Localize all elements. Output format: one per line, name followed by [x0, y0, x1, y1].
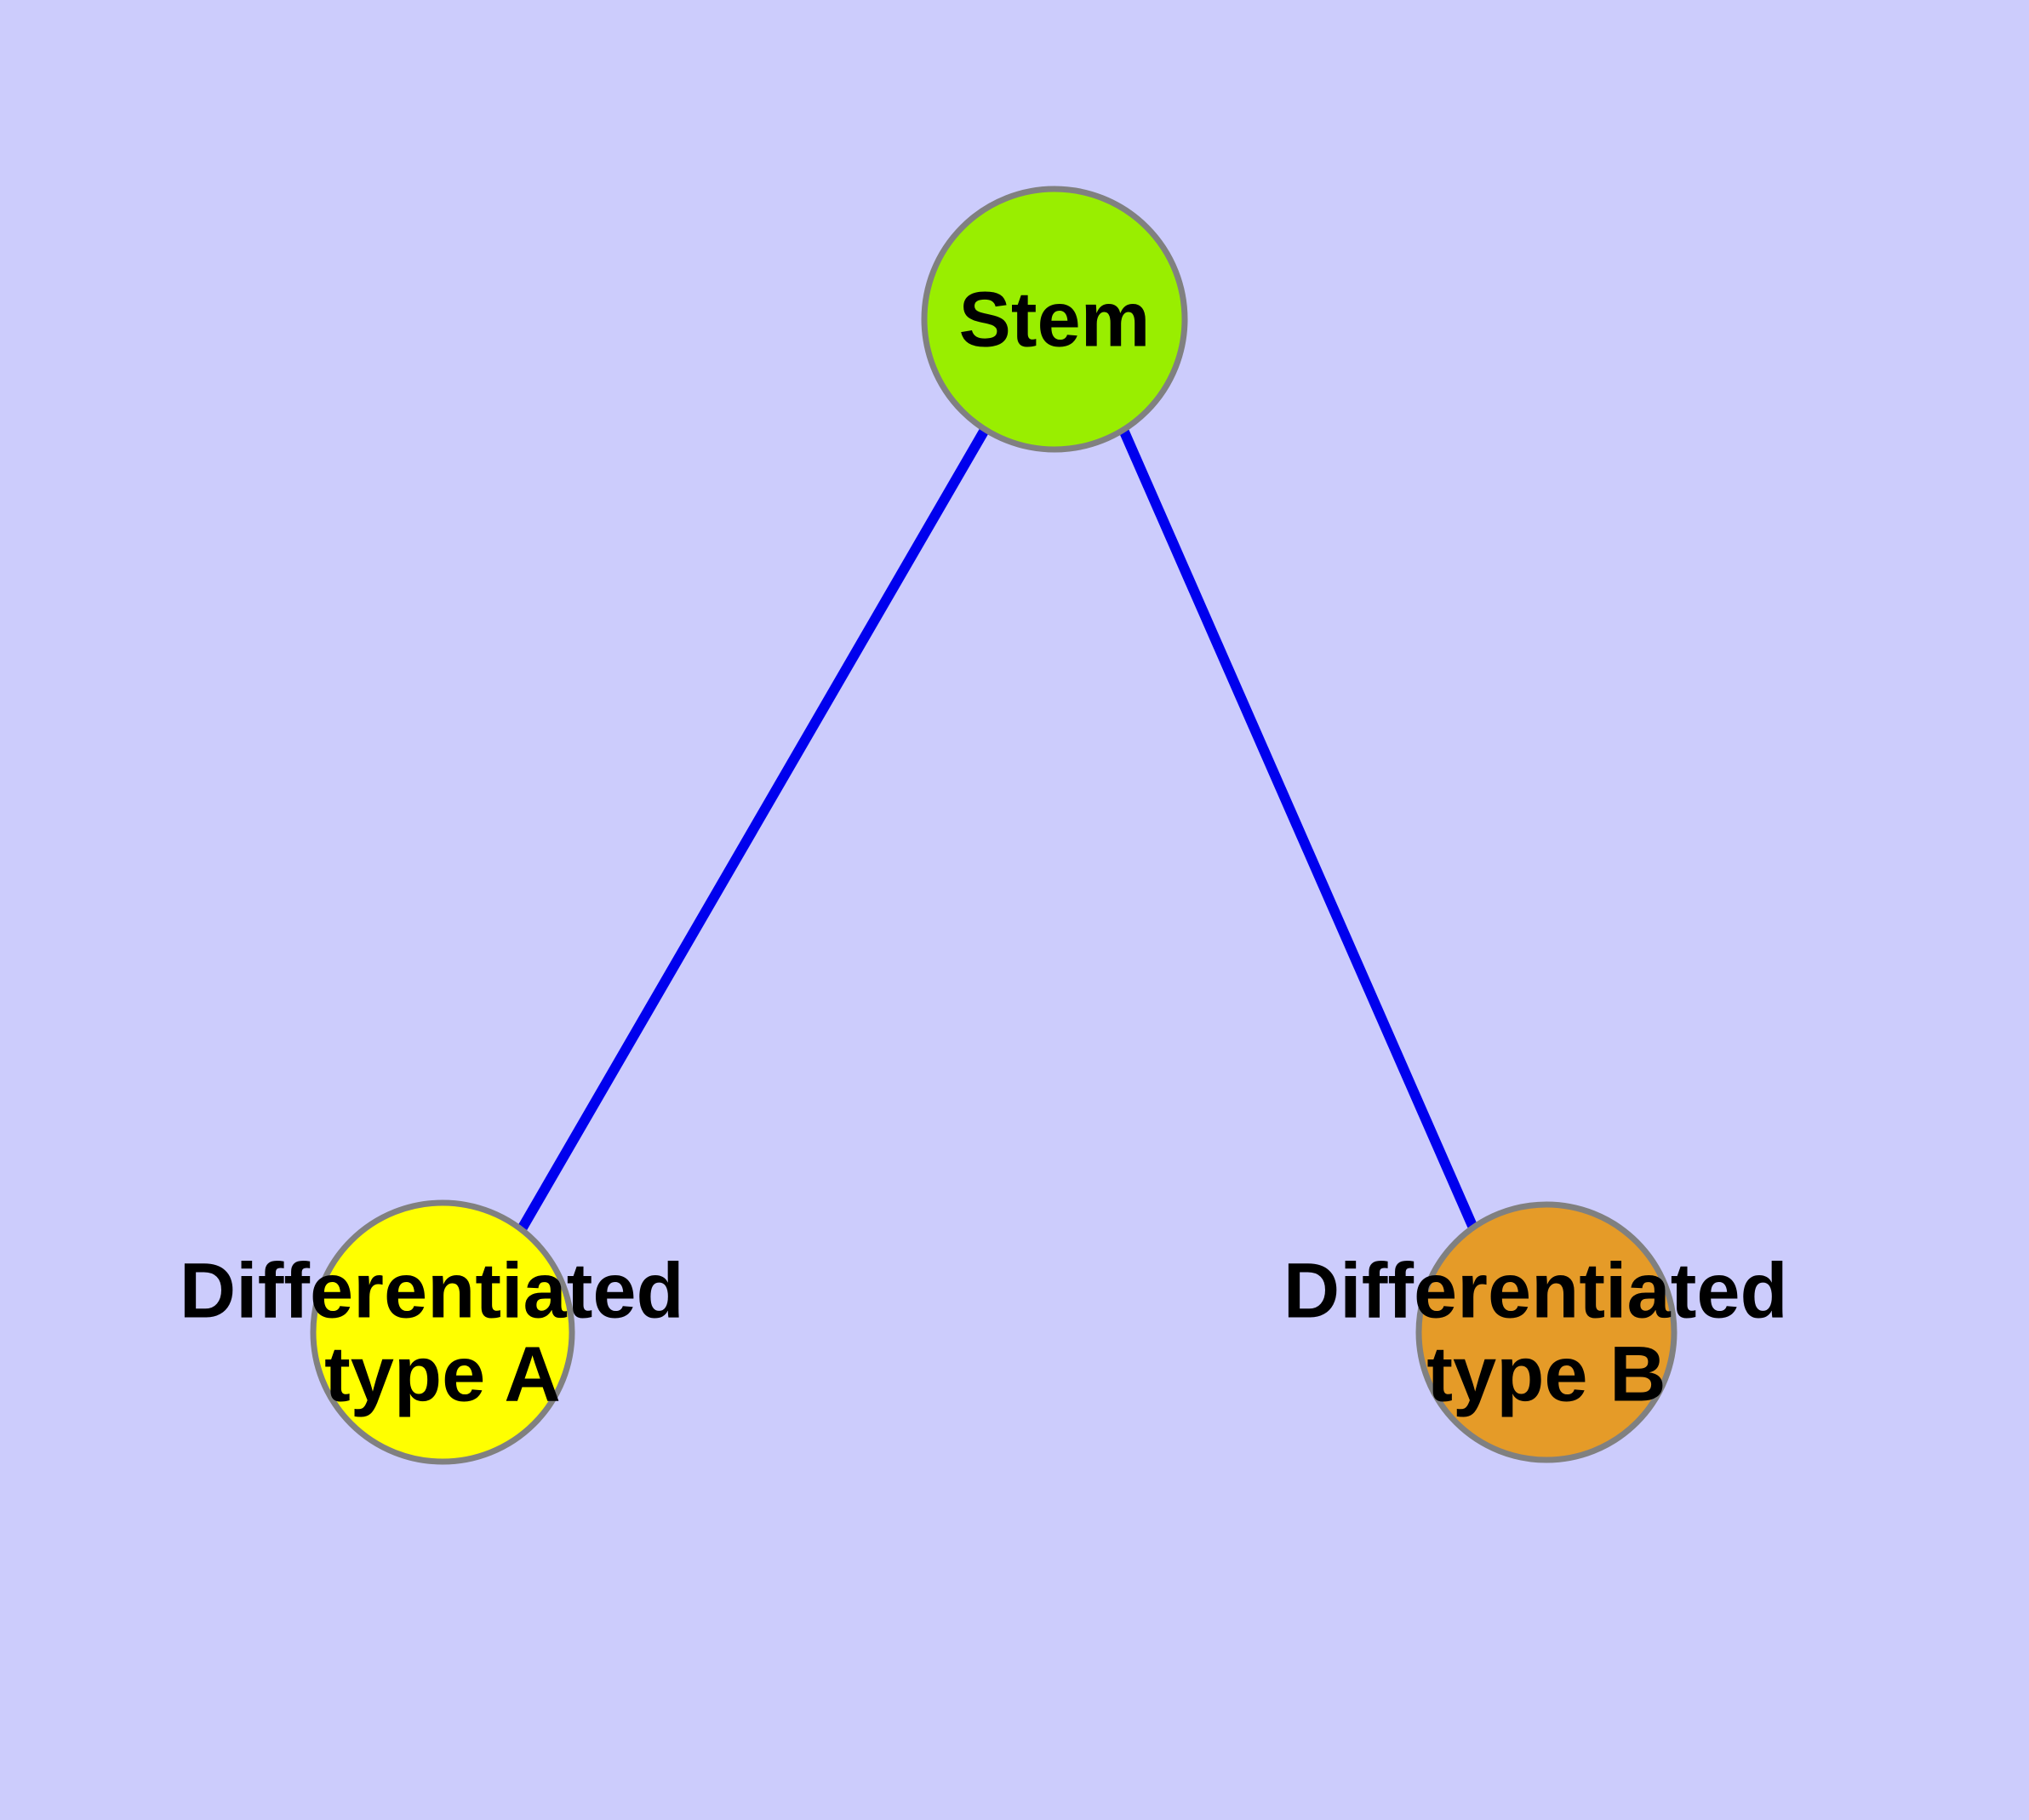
node-stem[interactable]: Stem: [921, 186, 1188, 453]
node-stem-circle[interactable]: [921, 186, 1188, 453]
node-differentiated-type-a-label: Differentiated type A: [180, 1248, 706, 1418]
node-differentiated-type-a-circle[interactable]: [310, 1199, 575, 1465]
edges-layer: [517, 426, 1477, 1231]
nodes-layer: Stem Differentiated type A Differentiate…: [180, 186, 1810, 1465]
node-stem-label-line-1: Stem: [959, 277, 1151, 363]
node-stem-label: Stem: [959, 277, 1151, 363]
node-differentiated-type-a[interactable]: Differentiated type A: [180, 1199, 706, 1465]
edge-stem-to-differentiated-type-a[interactable]: [517, 426, 990, 1231]
edge-stem-to-differentiated-type-b[interactable]: [1118, 427, 1477, 1228]
node-differentiated-type-b[interactable]: Differentiated type B: [1283, 1201, 1810, 1463]
node-differentiated-type-a-label-line-2: type A: [324, 1331, 561, 1418]
node-differentiated-type-b-label: Differentiated type B: [1283, 1248, 1810, 1418]
node-differentiated-type-b-label-line-1: Differentiated: [1283, 1248, 1788, 1335]
node-differentiated-type-b-label-line-2: type B: [1426, 1331, 1666, 1418]
node-differentiated-type-a-label-line-1: Differentiated: [180, 1248, 684, 1335]
node-differentiated-type-b-circle[interactable]: [1415, 1201, 1677, 1463]
